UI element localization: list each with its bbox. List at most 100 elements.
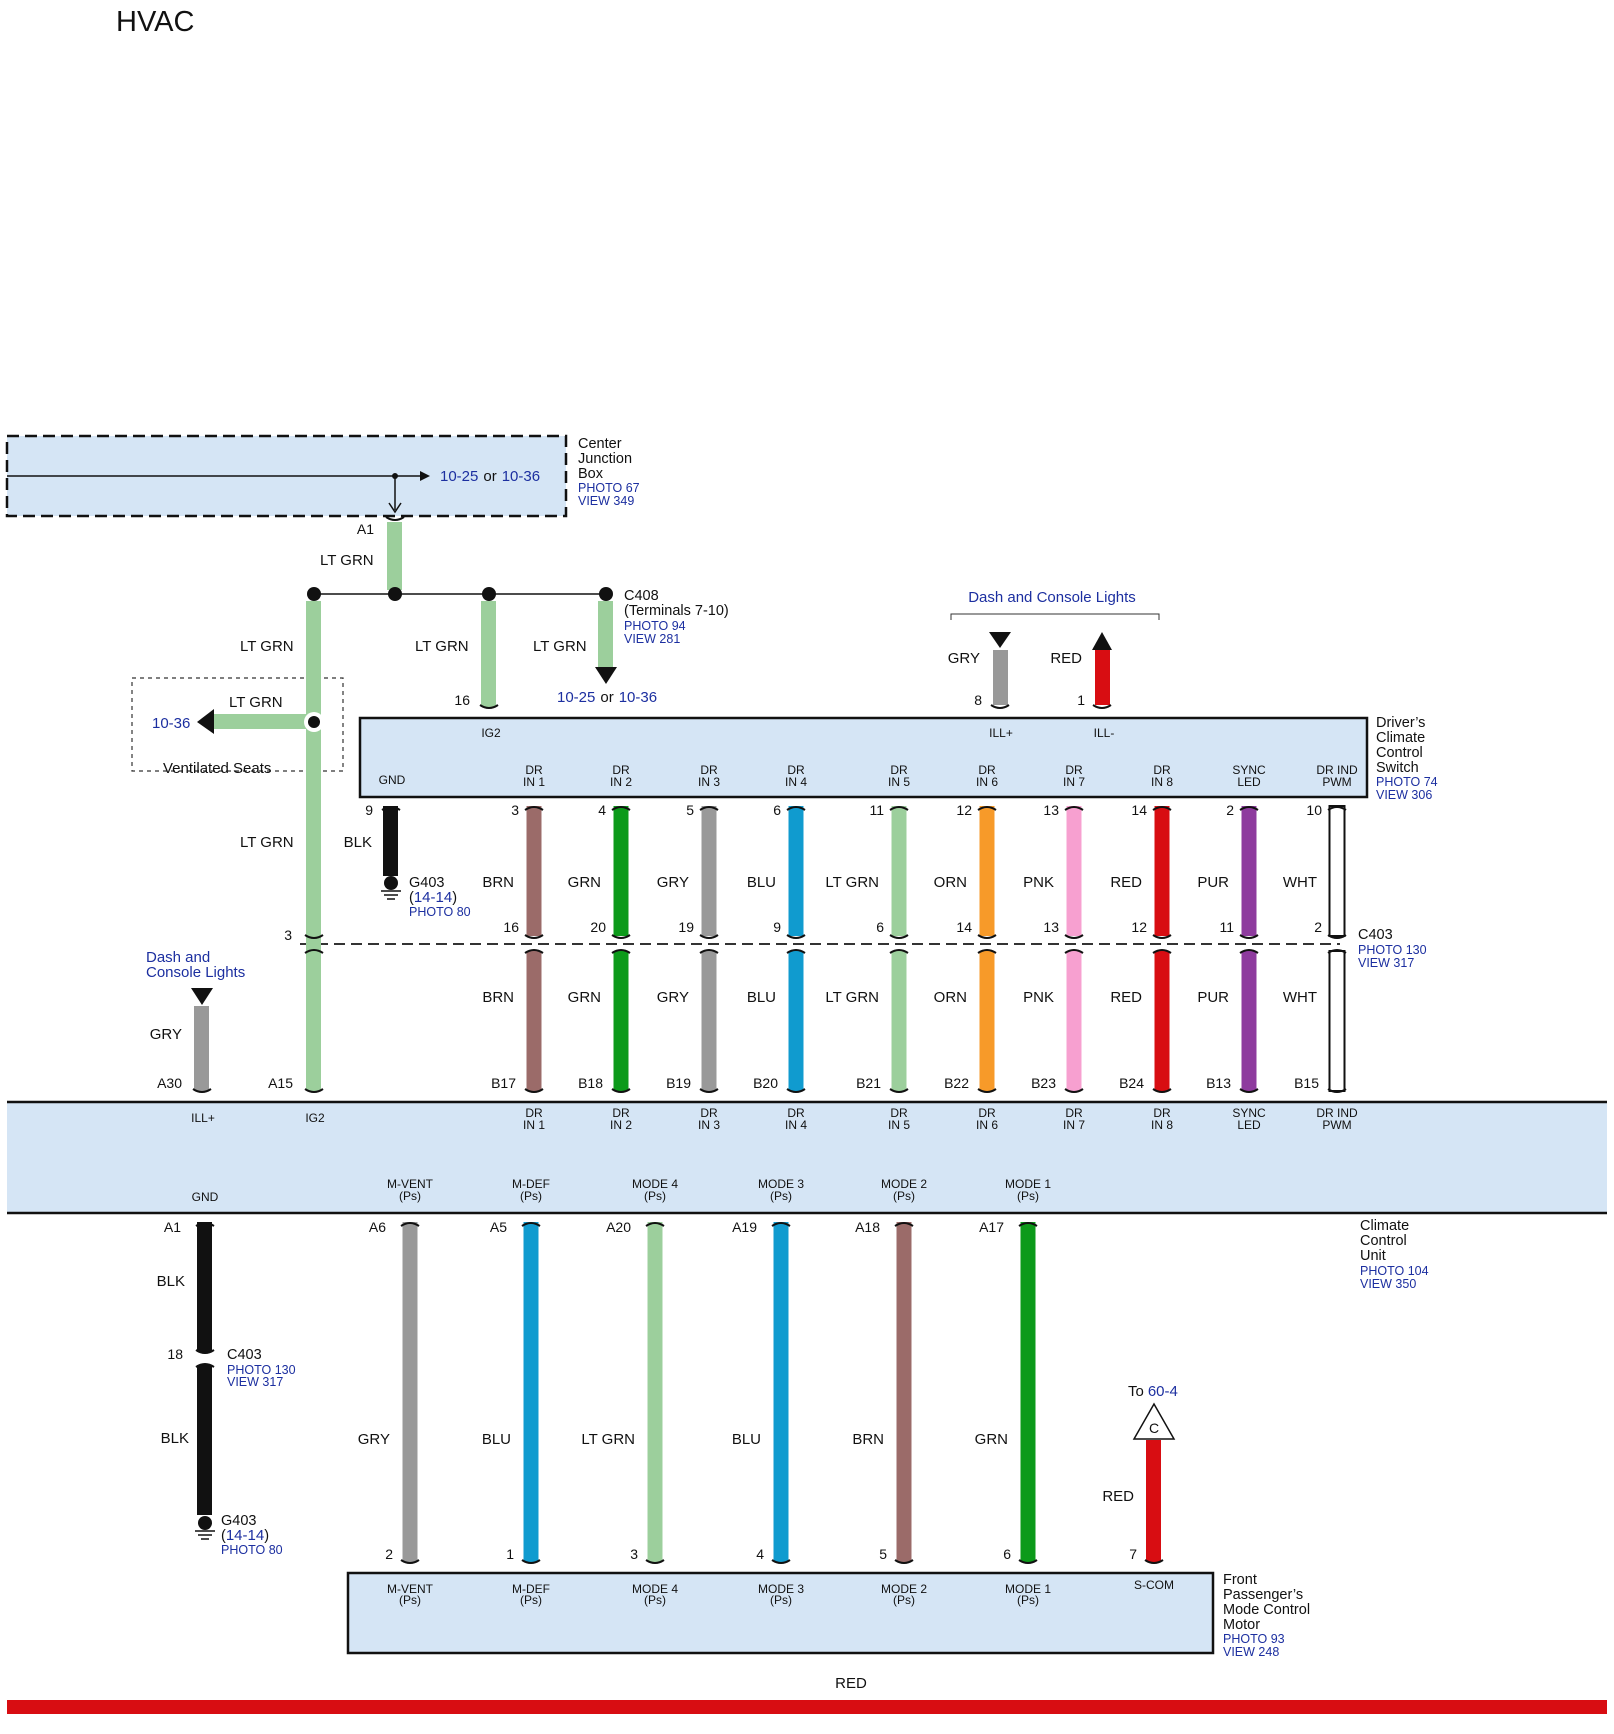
g403-lower-ref-link[interactable]: 14-14: [226, 1527, 264, 1544]
cjb-junction-dot: [392, 473, 398, 479]
wire-color-2-lower: GRY: [657, 989, 689, 1006]
climate-photo-link[interactable]: PHOTO 104: [1360, 1264, 1429, 1278]
switch-pin-9: 10: [1306, 802, 1322, 818]
vent-seats-label: Ventilated Seats: [163, 760, 271, 777]
g403-upper-photo-link[interactable]: PHOTO 80: [409, 905, 471, 919]
dash-lights-top-bracket: [950, 613, 1160, 620]
c403-mid-view-link[interactable]: VIEW 317: [1358, 956, 1414, 970]
switch-view-link[interactable]: VIEW 306: [1376, 788, 1432, 802]
terminal-cap: [1327, 949, 1347, 954]
g403-lower-name: G403: [221, 1513, 256, 1529]
switch-photo-link[interactable]: PHOTO 74: [1376, 775, 1438, 789]
vent-seats-wire-label: LT GRN: [229, 694, 283, 711]
dash-lights-top-link[interactable]: Dash and Console Lights: [968, 589, 1136, 606]
c408-ref-a-link[interactable]: 10-25: [557, 689, 595, 706]
c408-photo-link[interactable]: PHOTO 94: [624, 619, 686, 633]
motor-name-3: Mode Control: [1223, 1602, 1310, 1618]
climate-view-link[interactable]: VIEW 350: [1360, 1277, 1416, 1291]
switch-signal-0-line2: IN 1: [523, 775, 545, 789]
switch-illm-signal: ILL-: [1094, 726, 1115, 740]
page-title: HVAC: [116, 6, 195, 38]
terminal-cap: [894, 1222, 914, 1227]
cjb-name-1: Center: [578, 436, 622, 452]
motor-wire-color-1: BLU: [482, 1431, 511, 1448]
motor-wire-color-4: BRN: [852, 1431, 884, 1448]
switch-pin-6: 13: [1043, 802, 1059, 818]
wire-3-upper: [788, 806, 804, 936]
junction-dot-c408: [599, 587, 613, 601]
cjb-ref-a-link[interactable]: 10-25: [440, 468, 478, 485]
switch-pin-5: 12: [956, 802, 972, 818]
c408-ref-b-link[interactable]: 10-36: [619, 689, 657, 706]
terminal-cap: [1152, 1088, 1172, 1093]
wire-9-lower: [1328, 950, 1346, 1092]
c403-pin-6: 13: [1043, 919, 1059, 935]
wire-color-1-lower: GRN: [568, 989, 601, 1006]
wire-scom: [1146, 1440, 1161, 1562]
wire-9-upper: [1328, 805, 1346, 937]
climate-motor-pin-4: A18: [855, 1219, 880, 1235]
terminal-cap: [192, 1088, 212, 1093]
vent-seats-ref-link[interactable]: 10-36: [152, 715, 190, 732]
switch-illp-signal: ILL+: [989, 726, 1013, 740]
c408-terminals: (Terminals 7-10): [624, 603, 729, 619]
terminal-cap: [889, 949, 909, 954]
wire-label-trunk: LT GRN: [320, 552, 374, 569]
c403-pin-0: 16: [503, 919, 519, 935]
climate-pin-1: B18: [578, 1075, 603, 1091]
climate-motor-signal-1-line1: M-DEF: [512, 1177, 550, 1191]
terminal-cap: [645, 1559, 665, 1564]
gnd-lower-c403-photo-link[interactable]: PHOTO 130: [227, 1363, 296, 1377]
switch-signal-5-line1: DR: [978, 763, 996, 777]
climate-motor-signal-4-line2: (Ps): [893, 1189, 915, 1203]
gnd-lower-c403-view-link[interactable]: VIEW 317: [227, 1375, 283, 1389]
climate-motor-signal-0-line1: M-VENT: [387, 1177, 434, 1191]
cjb-view-link[interactable]: VIEW 349: [578, 494, 634, 508]
scom-ref-link[interactable]: 60-4: [1148, 1383, 1178, 1400]
wire-5-lower: [979, 951, 995, 1091]
climate-signal-3-line1: DR: [787, 1106, 805, 1120]
wire-color-6-upper: PNK: [1023, 874, 1054, 891]
g403-upper-ref-link[interactable]: 14-14: [414, 889, 452, 906]
scom-signal: S-COM: [1134, 1578, 1174, 1592]
g403-lower-ref-open: (: [221, 1528, 226, 1544]
terminal-cap: [786, 806, 806, 811]
c403-pin-1: 20: [590, 919, 606, 935]
wire-color-2-upper: GRY: [657, 874, 689, 891]
terminal-cap: [524, 934, 544, 939]
switch-pin-4: 11: [869, 802, 884, 818]
wire-color-7-lower: RED: [1110, 989, 1142, 1006]
terminal-cap: [771, 1222, 791, 1227]
climate-signal-9-line2: PWM: [1322, 1118, 1351, 1132]
wire-ig2-mid: [481, 601, 496, 707]
climate-pin-7: B24: [1119, 1075, 1144, 1091]
dash-left-link-line2[interactable]: Console Lights: [146, 964, 245, 981]
climate-signal-0-line2: IN 1: [523, 1118, 545, 1132]
cjb-ref-b-link[interactable]: 10-36: [502, 468, 540, 485]
motor-signal-0-line1: M-VENT: [387, 1582, 434, 1596]
motor-signal-5-line2: (Ps): [1017, 1593, 1039, 1607]
terminal-cap: [786, 934, 806, 939]
wire-5-upper: [979, 806, 995, 936]
scom-pin: 7: [1129, 1546, 1137, 1562]
cjb-photo-link[interactable]: PHOTO 67: [578, 481, 640, 495]
ground-lower-icon: [195, 1516, 215, 1540]
climate-ig2-pin: A15: [268, 1075, 293, 1091]
motor-photo-link[interactable]: PHOTO 93: [1223, 1632, 1285, 1646]
climate-motor-signal-0-line2: (Ps): [399, 1189, 421, 1203]
climate-signal-8-line1: SYNC: [1232, 1106, 1266, 1120]
switch-signal-3-line2: IN 4: [785, 775, 807, 789]
motor-view-link[interactable]: VIEW 248: [1223, 1645, 1279, 1659]
terminal-cap: [611, 806, 631, 811]
g403-lower-photo-link[interactable]: PHOTO 80: [221, 1543, 283, 1557]
terminal-cap: [1018, 1222, 1038, 1227]
dash-left-link-line1[interactable]: Dash and: [146, 949, 210, 966]
c408-view-link[interactable]: VIEW 281: [624, 632, 680, 646]
terminal-cap: [1064, 949, 1084, 954]
wire-2-lower: [701, 951, 717, 1091]
c403-mid-photo-link[interactable]: PHOTO 130: [1358, 943, 1427, 957]
motor-pin-3: 4: [756, 1546, 764, 1562]
climate-pin-6: B23: [1031, 1075, 1056, 1091]
climate-motor-signal-5-line2: (Ps): [1017, 1189, 1039, 1203]
